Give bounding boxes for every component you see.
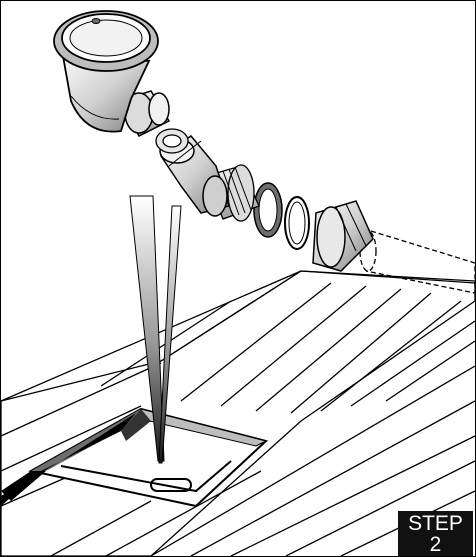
step-badge: STEP 2 (398, 511, 473, 556)
step-number: 2 (398, 534, 473, 555)
step-label: STEP (398, 513, 473, 534)
sealing-ring (254, 183, 282, 237)
compression-nut (313, 201, 373, 271)
slip-washer (156, 129, 188, 153)
o-ring (285, 197, 309, 249)
